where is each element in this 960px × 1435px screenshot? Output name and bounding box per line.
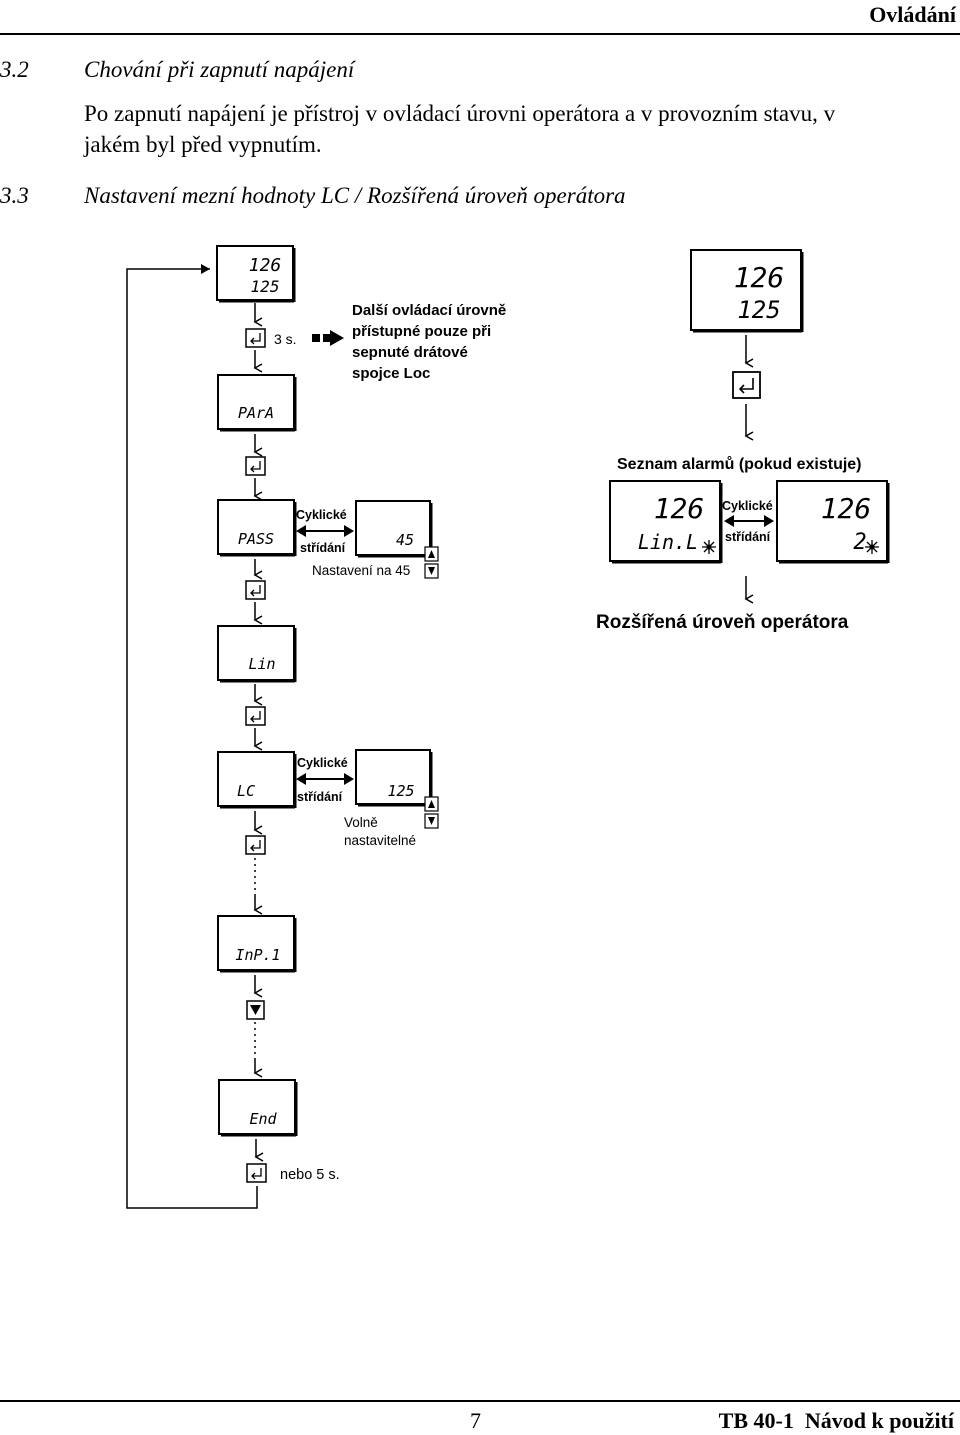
alarm-a-line2: Lin.L [638,530,698,554]
enter-key-icon [245,706,266,726]
start-display-line2: 125 [251,277,280,296]
alarm-star-icon [702,540,716,554]
pass-display: PASS [217,499,297,557]
para-display: PArA [217,374,297,432]
access-note: Další ovládací úrovně přístupné pouze př… [352,302,510,382]
right-start-line1: 126 [734,261,785,294]
alarm-a-line1: 126 [654,492,705,525]
alarm-b-line2: 2 [853,530,866,555]
section-3-2-number: 3.2 [0,57,29,82]
lin-display-text: Lin [248,655,275,673]
enter-key-icon [246,1163,267,1183]
lc-display: LC [217,751,297,809]
down-key-icon [246,1000,265,1020]
alarm-b-line1: 126 [821,492,872,525]
end-display-text: End [249,1110,277,1128]
right-start-display: 126 125 [690,249,804,333]
paragraph-line-2: jakém byl před vypnutím. [84,132,322,157]
section-3-3-title: Nastavení mezní hodnoty LC / Rozšířená ú… [84,183,626,208]
paragraph-line-1: Po zapnutí napájení je přístroj v ovláda… [84,101,836,126]
extended-level-label: Rozšířená úroveň operátora [596,612,849,633]
document-title: TB 40-1 Návod k použití [718,1408,954,1433]
hand-pointer-icon [312,330,344,346]
lc-value-display: 125 [355,749,433,807]
cycle-label-2: střídání [297,790,343,804]
enter-key-icon [245,580,266,600]
enter-key-icon [245,328,266,348]
cycle-label-2: střídání [300,541,346,555]
cycle-label-1: Cyklické [722,499,773,513]
section-3-3-number: 3.3 [0,183,29,208]
start-display-line1: 126 [249,255,282,276]
inp1-display-text: InP.1 [235,946,280,964]
right-start-line2: 125 [737,296,780,324]
cycle-label-1: Cyklické [296,508,347,522]
pass-caption: Nastavení na 45 [312,563,410,578]
lc-value-text: 125 [387,782,414,800]
section-3-2-title: Chování při zapnutí napájení [84,57,355,82]
page-number: 7 [470,1408,481,1433]
pass-display-text: PASS [238,530,274,548]
header-rule [0,33,960,35]
header-section-title: Ovládání [869,2,956,27]
end-display: End [218,1079,298,1137]
section-3-2-paragraph: Po zapnutí napájení je přístroj v ovláda… [84,98,944,160]
alarm-list-label: Seznam alarmů (pokud existuje) [617,456,862,473]
cycle-label-1: Cyklické [297,756,348,770]
inp1-display: InP.1 [217,915,297,973]
double-arrow-icon [724,515,774,527]
cycle-label-2: střídání [725,530,771,544]
return-loop-line [126,264,258,1209]
lin-display: Lin [217,625,297,683]
hold-label: 3 s. [274,331,297,347]
pass-value-display: 45 [355,500,433,558]
alarm-display-a: 126 Lin.L [609,480,723,564]
up-key-icon [424,546,439,562]
enter-key-icon [245,835,266,855]
double-arrow-icon [296,525,354,537]
alarm-star-icon [865,540,879,554]
alarm-display-b: 126 2 [776,480,890,564]
lc-display-text: LC [237,782,255,800]
start-display: 126 125 [216,245,296,303]
footer-rule [0,1400,960,1402]
enter-key-icon [732,371,761,399]
pass-value-text: 45 [396,531,414,549]
enter-key-icon [245,456,266,476]
para-display-text: PArA [238,404,274,422]
double-arrow-icon [296,773,354,785]
down-key-icon [424,563,439,579]
down-key-icon [424,813,439,829]
lc-caption: Volně nastavitelné [344,815,416,848]
end-label: nebo 5 s. [280,1167,340,1183]
up-key-icon [424,796,439,812]
